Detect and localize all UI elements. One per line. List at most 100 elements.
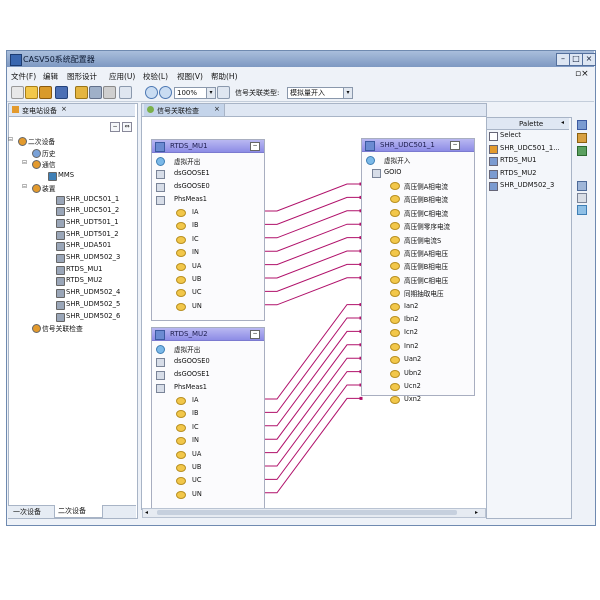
signal-label[interactable]: Icn2 [404,328,418,337]
signal-label[interactable]: Ian2 [404,301,419,310]
palette-item[interactable]: Select [500,131,521,139]
signal-label[interactable]: UC [192,288,202,297]
palette-menu-icon[interactable]: ◂ [561,119,565,126]
open-folder-icon[interactable] [25,86,38,99]
node-header[interactable]: RTDS_MU1 − [152,140,264,153]
signal-label[interactable]: Uan2 [404,355,422,364]
tree-item[interactable]: 通信 [42,161,56,170]
open-icon[interactable] [39,86,52,99]
dataset-label[interactable]: PhsMeas1 [174,195,208,203]
signal-label[interactable]: IA [192,208,199,216]
info-icon[interactable] [577,205,587,215]
palette-item[interactable]: RTDS_MU2 [500,168,537,177]
signal-link[interactable] [263,237,361,266]
minimize-button[interactable]: – [556,53,570,66]
signal-label[interactable]: Ucn2 [404,382,421,390]
collapse-icon[interactable]: − [450,141,460,150]
properties-icon[interactable] [577,133,587,143]
signal-label[interactable]: 高压侧C相电压 [404,276,449,285]
tab-secondary-device[interactable]: 二次设备 [54,505,103,518]
collapse-icon[interactable]: − [250,142,260,151]
dataset-label[interactable]: dsGOOSE0 [174,182,210,190]
tree-item[interactable]: SHR_UDM502_3 [66,253,121,261]
signal-label[interactable]: IC [192,234,199,243]
signal-link[interactable] [263,357,361,454]
tree-item[interactable]: SHR_UDC501_2 [66,206,120,215]
dataset-label[interactable]: dsGOOSE1 [174,169,210,177]
menu-apply[interactable]: 应用(U) [109,72,136,81]
scroll-thumb[interactable] [157,510,457,515]
tree-item[interactable]: SHR_UDC501_1 [66,194,120,203]
delete-icon[interactable] [103,86,116,99]
signal-link[interactable] [263,223,361,252]
tree-item[interactable]: 信号关联检查 [42,325,83,334]
horizontal-scrollbar[interactable]: ◂ ▸ [142,508,486,518]
signal-link[interactable] [263,183,361,212]
signal-link[interactable] [263,330,361,427]
tab-signal-check[interactable]: 信号关联检查 × [144,104,225,116]
signal-label[interactable]: UA [192,261,202,270]
signal-link[interactable] [263,317,361,413]
signal-label[interactable]: Ibn2 [404,315,419,323]
signal-link[interactable] [263,397,361,494]
menu-validate[interactable]: 校验(L) [143,72,169,81]
close-icon[interactable]: × [61,105,67,113]
tree-item[interactable]: SHR_UDT501_1 [66,217,119,226]
signal-link[interactable] [263,210,361,239]
signal-label[interactable]: 高压侧零序电流 [404,223,451,232]
signal-link[interactable] [263,344,361,440]
signal-label[interactable]: 高压侧B相电压 [404,263,449,272]
signal-label[interactable]: Ubn2 [404,368,422,377]
table-icon[interactable] [577,193,587,203]
tree-item[interactable]: RTDS_MU1 [66,264,103,273]
signal-label[interactable]: 高压侧B相电流 [404,196,449,205]
outline-icon[interactable] [577,120,587,130]
tree-item[interactable]: 历史 [42,149,56,158]
tree-item[interactable]: 装置 [42,184,56,193]
tab-primary-device[interactable]: 一次设备 [13,508,41,516]
signal-type-select[interactable]: 模拟量开入 ▾ [287,87,353,99]
new-icon[interactable] [11,86,24,99]
palette-item[interactable]: RTDS_MU1 [500,156,537,164]
zoom-select[interactable]: 100% ▾ [174,87,216,99]
signal-link[interactable] [263,196,361,225]
signal-label[interactable]: UN [192,301,202,310]
link-icon[interactable]: ⇔ [122,122,132,132]
tree-item[interactable]: SHR_UDT501_2 [66,229,119,238]
signal-label[interactable]: UA [192,449,202,458]
node-header[interactable]: SHR_UDC501_1 − [362,139,474,152]
palette-item[interactable]: SHR_UDC501_1... [500,143,560,152]
zoom-out-icon[interactable] [159,86,172,99]
view-icon[interactable] [577,181,587,191]
menu-help[interactable]: 帮助(H) [211,72,238,81]
signal-label[interactable]: 高压侧A相电压 [404,250,449,258]
collapse-icon[interactable]: − [250,330,260,339]
signal-label[interactable]: IN [192,248,199,257]
signal-link[interactable] [263,263,361,292]
menu-restore-icon[interactable]: ▫× [575,69,589,79]
menu-graphic-design[interactable]: 图形设计 [67,72,97,81]
signal-label[interactable]: 高压侧A相电流 [404,183,449,191]
signal-label[interactable]: Inn2 [404,341,419,350]
scroll-left-icon[interactable]: ◂ [145,509,149,516]
dataset-label[interactable]: PhsMeas1 [174,383,208,391]
palette-item[interactable]: SHR_UDM502_3 [500,181,555,189]
dataset-label[interactable]: dsGOOSE0 [174,357,210,365]
expand-toggle-icon[interactable]: ⊟ [8,136,14,143]
tree-item[interactable]: SHR_UDM502_4 [66,288,121,297]
signal-label[interactable]: IC [192,422,199,431]
tree-item[interactable]: SHR_UDM502_5 [66,299,121,308]
signal-label[interactable]: Uxn2 [404,395,422,404]
menu-file[interactable]: 文件(F) [11,72,37,81]
dataset-label[interactable]: dsGOOSE1 [174,370,210,378]
save-icon[interactable] [55,86,68,99]
signal-label[interactable]: 同期抽取电压 [404,290,444,299]
tree-item[interactable]: MMS [58,171,75,180]
menu-view[interactable]: 视图(V) [177,72,203,81]
menu-edit[interactable]: 编辑 [43,72,58,81]
signal-link[interactable] [263,384,361,480]
node-header[interactable]: RTDS_MU2 − [152,328,264,341]
